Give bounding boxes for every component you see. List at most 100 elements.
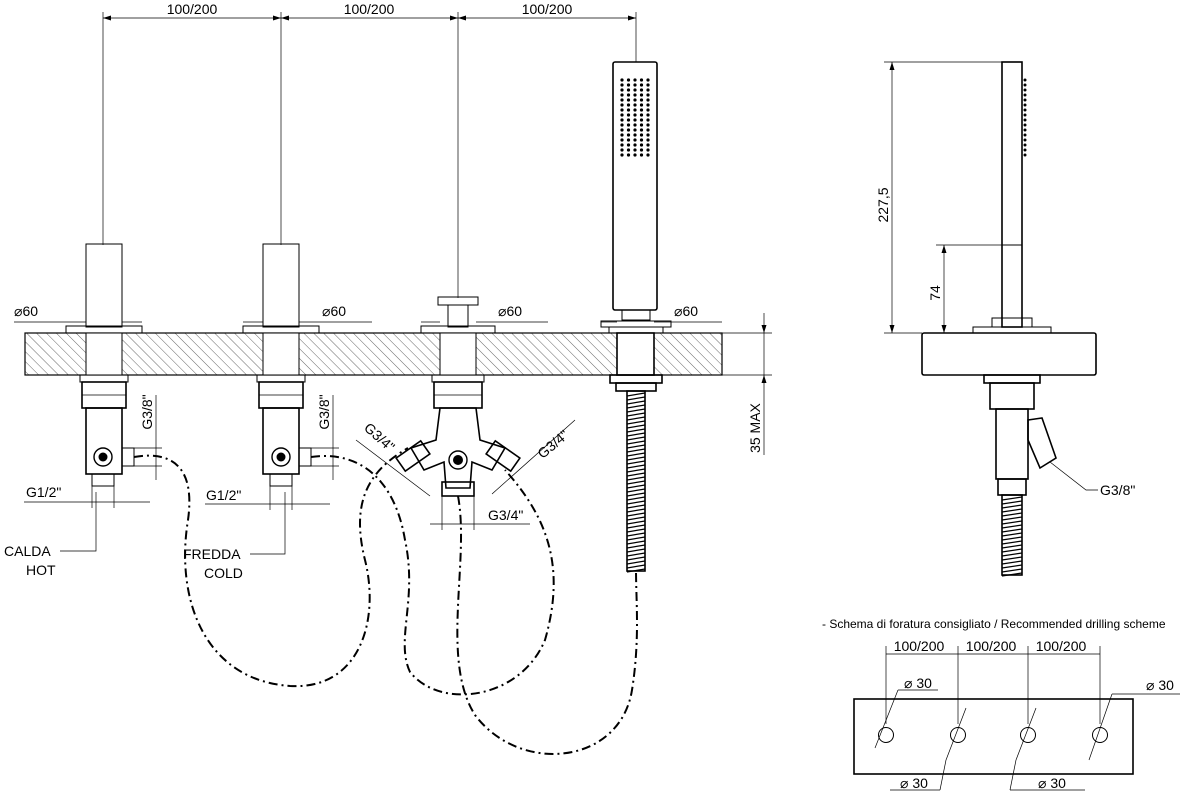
g34-label-bottom: G3/4" (488, 507, 523, 523)
coil-turn (626, 520, 646, 525)
hot-leader: CALDA HOT (4, 492, 97, 578)
nozzle-dot (646, 128, 650, 132)
coil-turn (626, 480, 646, 485)
deck-slab (24, 332, 723, 376)
coil-turn (1001, 564, 1023, 569)
spacing-label-1: 100/200 (167, 1, 218, 17)
coil-turn (1001, 532, 1023, 537)
drilling-title: - Schema di foratura consigliato / Recom… (822, 617, 1166, 631)
nozzle-dot (633, 138, 637, 142)
side-nozzle-dot (1023, 143, 1027, 147)
side-hose-coil (1001, 496, 1023, 577)
nozzle-dot (633, 103, 637, 107)
nozzle-dot (633, 123, 637, 127)
side-nozzles (1023, 78, 1027, 157)
nozzle-dot (639, 103, 644, 107)
cold-label: COLD (204, 565, 243, 581)
drill-dia-bottom-left: ⌀ 30 (900, 775, 928, 791)
dia-60-label-2: ⌀60 (322, 303, 346, 319)
g38-label-left: G3/8" (139, 394, 155, 429)
flexible-hoses (133, 447, 638, 755)
g38-label-mid: G3/8" (316, 394, 332, 429)
dia-60-label-3: ⌀60 (498, 303, 522, 319)
coil-turn (626, 472, 646, 477)
g12-dims: G1/2" G1/2" (24, 484, 330, 510)
nozzle-dot (639, 118, 644, 122)
nozzle-dot (633, 153, 637, 157)
nozzle-dot (646, 88, 650, 92)
side-nozzle-dot (1023, 78, 1027, 82)
drill-spacing-1: 100/200 (894, 638, 945, 654)
coil-turn (626, 444, 646, 449)
nozzle-dot (633, 98, 637, 102)
coil-turn (626, 548, 646, 553)
nozzle-dot (633, 143, 637, 147)
nozzle-dot (646, 118, 650, 122)
coil-turn (1001, 520, 1023, 525)
cold-leader: FREDDA COLD (183, 492, 286, 581)
nozzle-dot (620, 133, 624, 137)
coil-turn (626, 552, 646, 557)
coil-turn (626, 512, 646, 517)
nozzle-dot (633, 118, 637, 122)
coil-turn (626, 564, 646, 569)
nozzle-dot (626, 108, 631, 112)
nozzle-dot (646, 108, 650, 112)
coil-turn (626, 428, 646, 433)
nozzle-dot (633, 133, 637, 137)
coil-turn (1001, 516, 1023, 521)
side-nozzle-dot (1023, 88, 1027, 92)
nozzle-dot (620, 88, 624, 92)
nozzle-dot (626, 138, 631, 142)
coil-turn (626, 468, 646, 473)
coil-turn (1001, 552, 1023, 557)
drill-spacing-2: 100/200 (966, 638, 1017, 654)
coil-turn (626, 524, 646, 529)
coil-turn (1001, 556, 1023, 561)
nozzle-dot (620, 83, 624, 87)
nozzle-dot (639, 133, 644, 137)
drill-dia-top-right: ⌀ 30 (1146, 677, 1174, 693)
nozzle-dot (620, 113, 624, 117)
nozzle-dot (626, 148, 631, 152)
nozzle-dot (639, 123, 644, 127)
spacing-label-2: 100/200 (344, 1, 395, 17)
nozzle-dot (620, 118, 624, 122)
coil-turn (626, 456, 646, 461)
nozzle-dot (633, 93, 637, 97)
side-nozzle-dot (1023, 108, 1027, 112)
coil-turn (1001, 512, 1023, 517)
g12-label-mid: G1/2" (206, 487, 241, 503)
side-nozzle-dot (1023, 123, 1027, 127)
nozzle-dot (639, 153, 644, 157)
max-35-label: 35 MAX (747, 402, 763, 452)
coil-turn (626, 528, 646, 533)
coil-turn (626, 516, 646, 521)
nozzle-dot (633, 78, 637, 82)
coil-turn (626, 536, 646, 541)
nozzle-dot (646, 148, 650, 152)
nozzle-dot (626, 78, 631, 82)
coil-turn (626, 404, 646, 409)
height-227-label: 227,5 (875, 187, 891, 222)
coil-turn (1001, 496, 1023, 501)
coil-turn (626, 560, 646, 565)
nozzle-dot (639, 78, 644, 82)
coil-turn (626, 400, 646, 405)
coil-turn (626, 532, 646, 537)
coil-turn (626, 464, 646, 469)
hot-label: HOT (26, 562, 56, 578)
side-nozzle-dot (1023, 133, 1027, 137)
coil-turn (1001, 548, 1023, 553)
valve-cold (242, 243, 320, 487)
coil-turn (626, 508, 646, 513)
nozzle-dot (646, 83, 650, 87)
diverter (395, 296, 521, 497)
coil-turn (1001, 508, 1023, 513)
coil-turn (626, 460, 646, 465)
side-nozzle-dot (1023, 153, 1027, 157)
g38-side-label: G3/8" (1100, 482, 1135, 498)
nozzle-dot (639, 143, 644, 147)
coil-turn (626, 424, 646, 429)
coil-turn (626, 492, 646, 497)
